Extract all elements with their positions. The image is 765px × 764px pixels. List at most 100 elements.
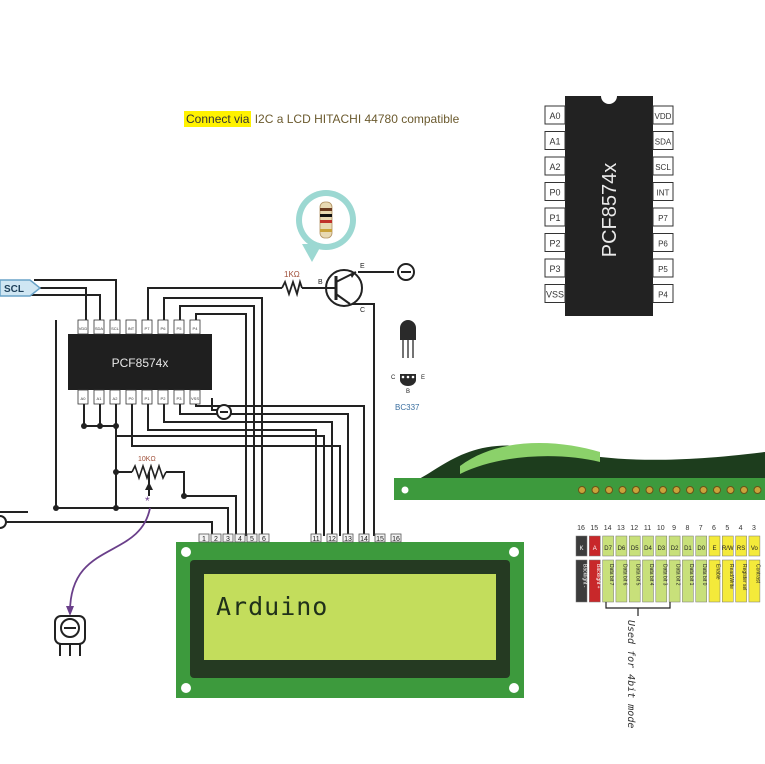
small-chip-pin-label: P1 bbox=[145, 396, 151, 401]
pin-desc: Data bit 6 bbox=[621, 564, 627, 586]
big-chip-pin-label: SDA bbox=[655, 138, 672, 147]
small-chip-pin bbox=[77, 319, 89, 335]
lcd-header-pin-label: 1 bbox=[202, 536, 206, 543]
wire-sda bbox=[0, 294, 101, 320]
junction bbox=[81, 423, 87, 429]
small-chip-pin-label: P2 bbox=[161, 396, 167, 401]
big-chip-pin-label: INT bbox=[657, 189, 670, 198]
big-chip-pin-box bbox=[544, 284, 566, 303]
trimmer-pot-icon bbox=[54, 615, 86, 656]
wire-p5 bbox=[195, 313, 247, 536]
pin-desc-box bbox=[655, 559, 668, 603]
pin-name-box bbox=[735, 535, 747, 557]
side-pin-hole bbox=[659, 486, 667, 494]
lcd-display-text: Arduino bbox=[216, 592, 329, 621]
big-chip-body bbox=[565, 96, 653, 316]
pin-desc: Backlight - bbox=[582, 564, 588, 588]
to92-body-top bbox=[400, 320, 416, 340]
lcd-header-pin-label: 12 bbox=[328, 536, 336, 543]
big-chip-pin-label: P5 bbox=[658, 265, 668, 274]
small-chip-pin-label: P7 bbox=[145, 326, 151, 331]
wire-x2 bbox=[115, 398, 325, 536]
lcd-header-pin-label: 6 bbox=[262, 536, 266, 543]
lcd-header-pin-label: 4 bbox=[238, 536, 242, 543]
wire-p7 bbox=[163, 297, 263, 536]
pin-number: 5 bbox=[725, 525, 729, 532]
pin-number: 12 bbox=[630, 525, 638, 532]
pin-name-box bbox=[682, 535, 694, 557]
small-chip-pin-label: A1 bbox=[97, 396, 103, 401]
small-chip-pin bbox=[125, 319, 137, 335]
big-chip-pin-box bbox=[544, 258, 566, 278]
big-chip-pin-box bbox=[652, 105, 674, 125]
to92-c-label: C bbox=[391, 375, 396, 381]
pin-name: D6 bbox=[618, 546, 626, 552]
resistor-1k: 1KΩ bbox=[281, 270, 303, 298]
pin-name: K bbox=[579, 546, 583, 552]
side-pin-hole bbox=[753, 486, 762, 494]
pin-desc: Enable bbox=[715, 564, 721, 580]
lcd-header-pin bbox=[234, 533, 246, 543]
pin-number: 10 bbox=[657, 525, 665, 532]
band bbox=[320, 208, 332, 211]
big-chip-pin-label: A1 bbox=[549, 137, 560, 147]
small-chip-pin-label: VDD bbox=[79, 326, 88, 331]
pin-name: D4 bbox=[644, 546, 652, 552]
big-chip-pin-box bbox=[544, 207, 566, 227]
side-pin-hole bbox=[605, 486, 613, 494]
junction bbox=[113, 505, 119, 511]
lcd-header-pin-label: 5 bbox=[250, 536, 254, 543]
wire-rail-1 bbox=[55, 320, 229, 536]
pin-desc-box bbox=[748, 559, 761, 603]
pin-desc-box bbox=[575, 559, 588, 603]
pot-label: 10KΩ bbox=[138, 456, 156, 463]
big-chip-pin-box bbox=[652, 258, 674, 278]
pin-number: 4 bbox=[739, 525, 743, 532]
band bbox=[320, 229, 332, 232]
small-chip-pin-label: P4 bbox=[193, 326, 199, 331]
pin-desc: Data bit 5 bbox=[635, 564, 641, 586]
diagram-title: Connect via I2C a LCD HITACHI 44780 comp… bbox=[184, 111, 459, 127]
pin-name: RS bbox=[737, 546, 745, 552]
pin-name-box bbox=[722, 535, 734, 557]
pin-name-box bbox=[708, 535, 721, 557]
pin-name-box bbox=[615, 535, 628, 557]
pot-pointer-line bbox=[69, 507, 151, 613]
side-pin-hole bbox=[699, 486, 708, 494]
lcd-header-pin bbox=[374, 533, 386, 543]
big-chip-pin-box bbox=[652, 207, 674, 227]
big-chip-pin-label: P0 bbox=[549, 188, 560, 198]
lcd-screen bbox=[204, 574, 496, 660]
bracket-line bbox=[605, 602, 671, 609]
lcd-mount-hole bbox=[509, 547, 519, 557]
side-pin-hole bbox=[713, 486, 721, 494]
pin-desc: Read/Write bbox=[728, 564, 734, 589]
big-chip-pin-label: SCL bbox=[655, 163, 671, 172]
scl-tag-label: SCL bbox=[4, 284, 24, 295]
lcd-header-pin-label: 2 bbox=[214, 536, 218, 543]
pin-desc: Data bit 2 bbox=[675, 564, 681, 586]
pin-desc-box bbox=[735, 559, 747, 603]
big-chip-pin-box bbox=[544, 156, 566, 176]
small-chip-pin-label: SDA bbox=[95, 326, 104, 331]
pin-name: D3 bbox=[657, 546, 665, 552]
four-bit-label: Used for 4bit mode bbox=[625, 620, 636, 728]
small-chip-pin bbox=[109, 319, 121, 335]
junction bbox=[53, 505, 59, 511]
resistor-1k-zigzag bbox=[281, 278, 303, 298]
pin-desc: Data bit 1 bbox=[688, 564, 694, 586]
pot-zigzag bbox=[131, 463, 167, 481]
big-chip-notch bbox=[601, 96, 617, 104]
lcd-header-pin bbox=[222, 533, 234, 543]
lcd-mount-hole bbox=[181, 547, 191, 557]
pin-name-box bbox=[642, 535, 654, 557]
pin-desc: Data bit 7 bbox=[608, 564, 614, 586]
pin-desc: Data bit 3 bbox=[661, 564, 667, 586]
big-chip-pin-label: P2 bbox=[549, 239, 560, 249]
transistor-c-label: C bbox=[360, 307, 365, 314]
lcd-header-pin bbox=[342, 533, 354, 543]
big-chip-pin-box bbox=[544, 233, 566, 252]
pin-number: 7 bbox=[699, 525, 703, 532]
